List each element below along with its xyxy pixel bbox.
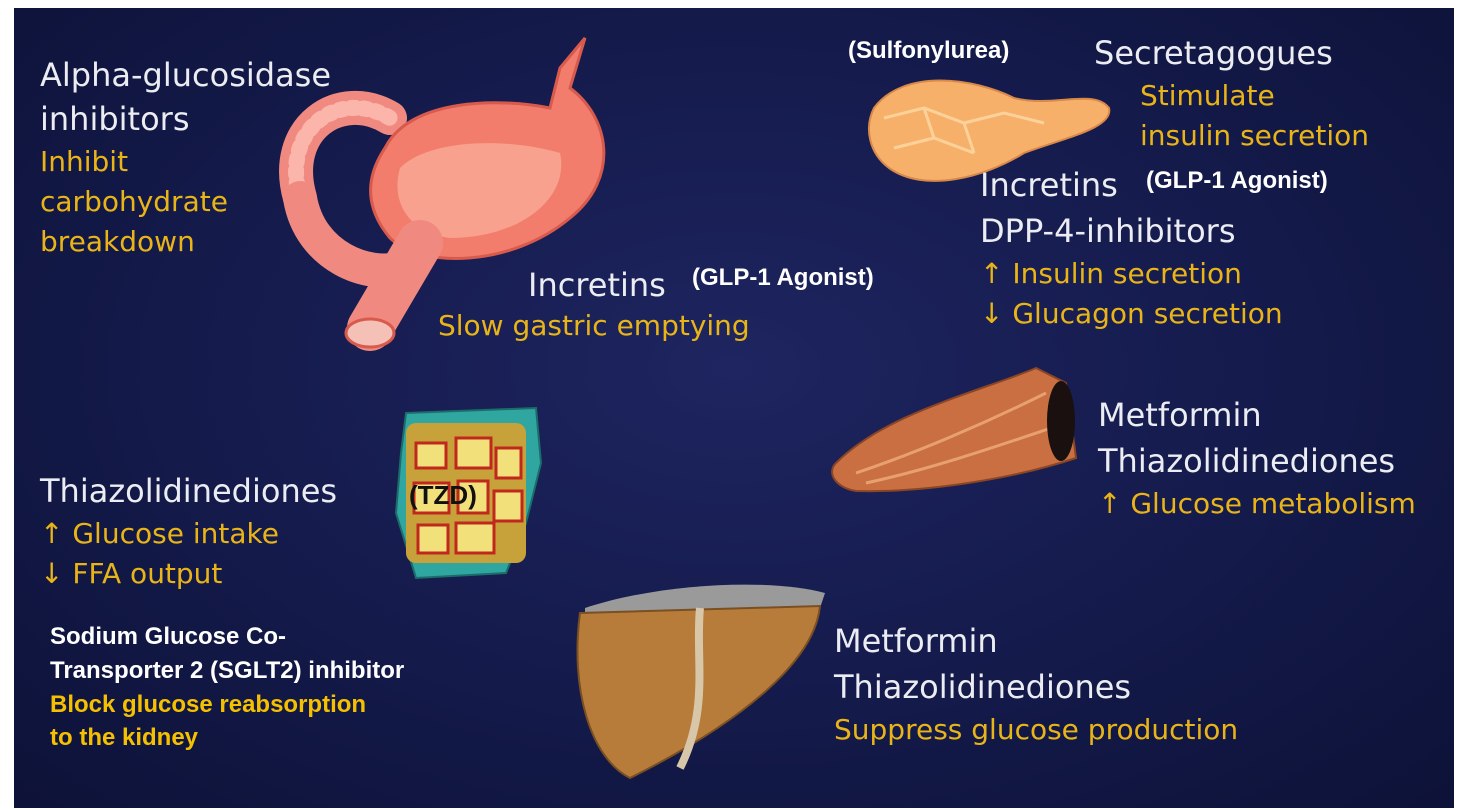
slow-gastric-emptying-text: Slow gastric emptying [438, 306, 750, 346]
tzd-label: (TZD) [409, 480, 477, 511]
carbohydrate-text: carbohydrate [40, 182, 228, 222]
breakdown-text: breakdown [40, 222, 195, 262]
thiazolidinediones-liver-label: Thiazolidinediones [834, 666, 1131, 708]
ffa-output-text: ↓ FFA output [40, 554, 222, 594]
muscle-illustration [826, 363, 1086, 503]
stimulate-text: Stimulate [1140, 76, 1275, 116]
thiazolidinediones-adipose-label: Thiazolidinediones [40, 470, 337, 512]
glp1-agonist-gut-note: (GLP-1 Agonist) [692, 263, 874, 293]
incretins-gut-label: Incretins [528, 264, 666, 306]
diagram-slide: Alpha-glucosidase inhibitors Inhibit car… [14, 8, 1454, 808]
glucose-metabolism-text: ↑ Glucose metabolism [1098, 484, 1416, 524]
to-the-kidney-text: to the kidney [50, 722, 198, 754]
insulin-secretion-text: insulin secretion [1140, 116, 1369, 156]
alpha-glucosidase-label: Alpha-glucosidase [40, 54, 331, 96]
glp1-agonist-pancreas-note: (GLP-1 Agonist) [1146, 166, 1328, 196]
secretagogues-label: Secretagogues [1094, 32, 1333, 74]
sglt2-label-line2: Transporter 2 (SGLT2) inhibitor [50, 656, 404, 686]
thiazolidinediones-muscle-label: Thiazolidinediones [1098, 440, 1395, 482]
dpp4-inhibitors-label: DPP-4-inhibitors [980, 210, 1235, 252]
liver-illustration [570, 578, 830, 788]
glucose-intake-text: ↑ Glucose intake [40, 514, 279, 554]
sglt2-label-line1: Sodium Glucose Co- [50, 622, 286, 652]
metformin-liver-label: Metformin [834, 620, 998, 662]
inhibitors-label: inhibitors [40, 98, 190, 140]
incretins-pancreas-label: Incretins [980, 164, 1118, 206]
suppress-glucose-production-text: Suppress glucose production [834, 710, 1238, 750]
inhibit-text: Inhibit [40, 142, 128, 182]
metformin-muscle-label: Metformin [1098, 394, 1262, 436]
increase-insulin-text: ↑ Insulin secretion [980, 254, 1242, 294]
decrease-glucagon-text: ↓ Glucagon secretion [980, 294, 1283, 334]
block-reabsorption-text: Block glucose reabsorption [50, 689, 366, 721]
sulfonylurea-note: (Sulfonylurea) [848, 36, 1009, 66]
